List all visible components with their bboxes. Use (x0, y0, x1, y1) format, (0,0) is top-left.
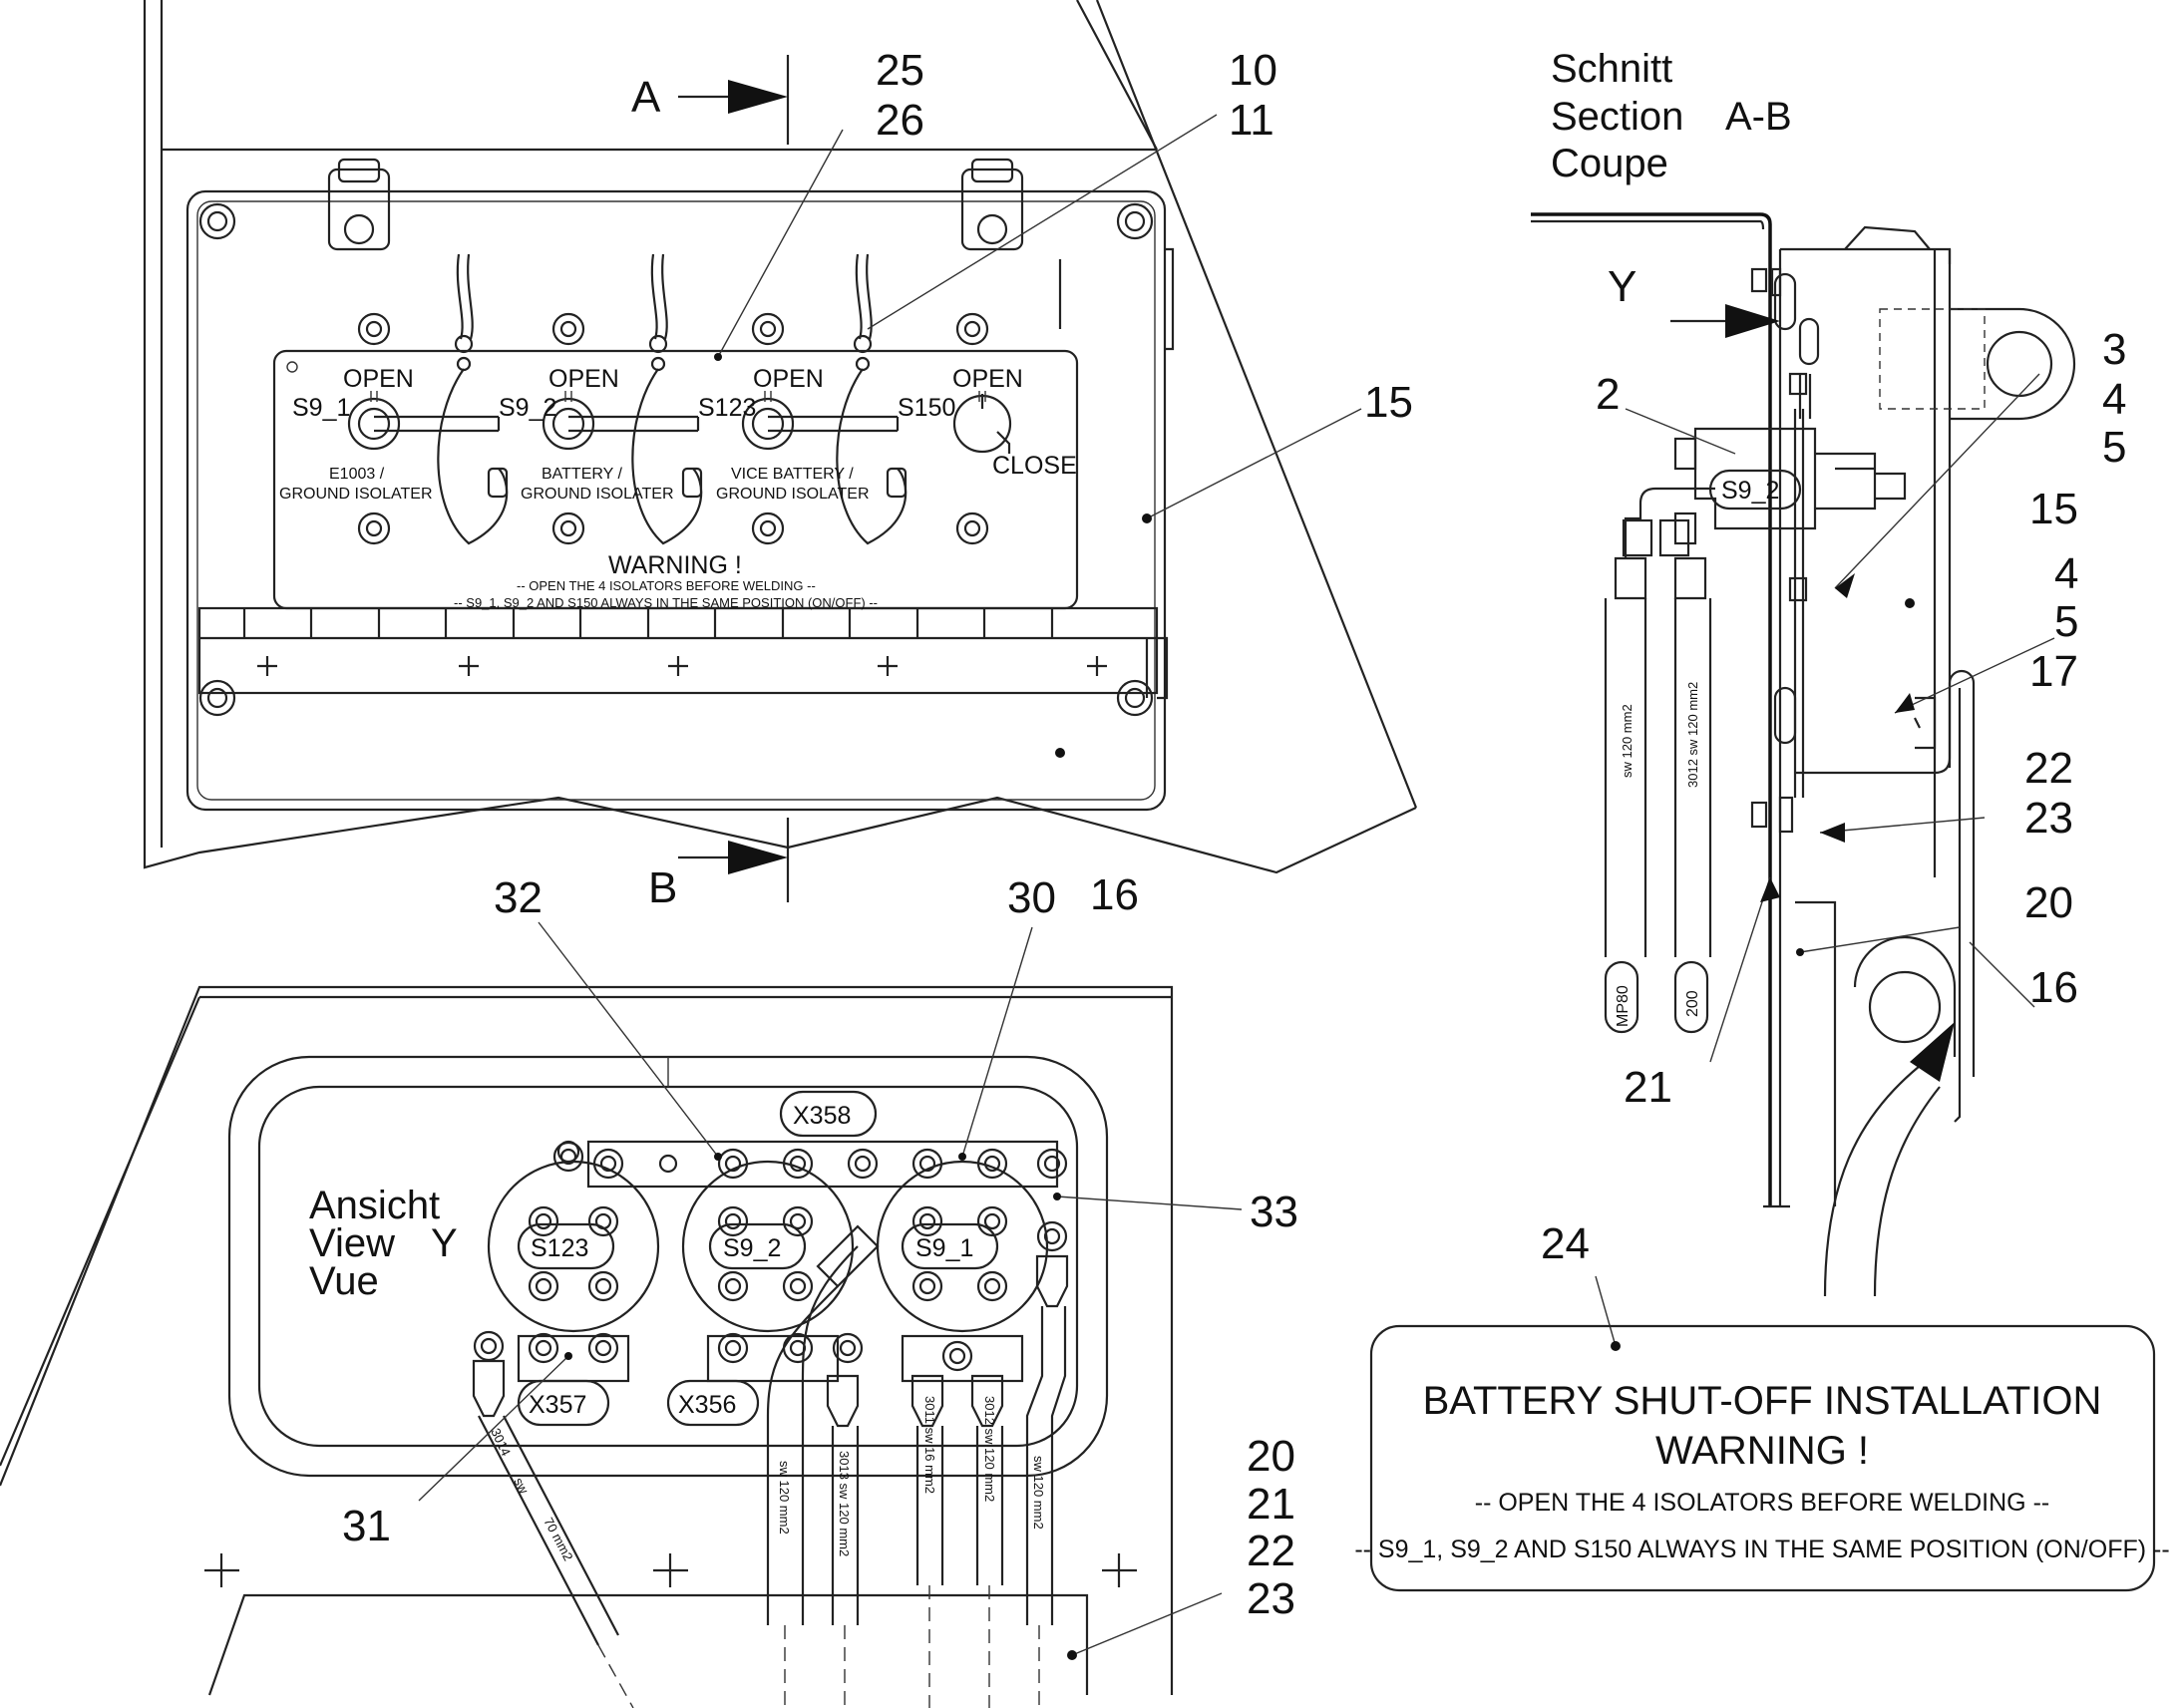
switch-label-s123: S123 (698, 394, 756, 422)
callout-16-top: 16 (1090, 870, 1139, 919)
cable-sw120-a: sw 120 mm2 (777, 1461, 792, 1535)
cable-3012: 3012 sw 120 mm2 (982, 1396, 997, 1502)
callout-21-a: 21 (1624, 1063, 1672, 1112)
switch-label-s9-1: S9_1 (292, 394, 350, 422)
section-tag-mp80: MP80 (1615, 985, 1632, 1027)
panel-warning-line1: -- OPEN THE 4 ISOLATORS BEFORE WELDING -… (517, 578, 816, 593)
callout-11: 11 (1229, 96, 1274, 145)
section-heading-2: Section (1551, 95, 1683, 139)
callout-23-a: 23 (2024, 794, 2073, 843)
cable-70mm2: 70 mm2 (541, 1515, 575, 1563)
isolator-panel-view: A B OPEN OPEN OPEN OPEN S9_1 S9_2 S123 S… (143, 0, 1418, 919)
callout-23-b: 23 (1247, 1574, 1295, 1623)
section-id: A-B (1725, 95, 1792, 139)
callout-15-top: 15 (1364, 378, 1413, 427)
desc-2-line1: BATTERY / (542, 466, 622, 483)
callout-3: 3 (2102, 325, 2126, 374)
desc-2-line2: GROUND ISOLATER (521, 486, 674, 503)
open-label-3: OPEN (753, 365, 824, 393)
close-label: CLOSE (992, 452, 1077, 480)
plate-line2: -- S9_1, S9_2 AND S150 ALWAYS IN THE SAM… (1354, 1536, 2169, 1563)
panel-warning-title: WARNING ! (608, 551, 742, 579)
callout-20-b: 20 (1247, 1432, 1295, 1481)
callout-2: 2 (1596, 370, 1620, 419)
open-label-2: OPEN (548, 365, 619, 393)
desc-1-line2: GROUND ISOLATER (279, 486, 433, 503)
callout-22-b: 22 (1247, 1527, 1295, 1575)
tag-s123: S123 (531, 1234, 588, 1262)
section-cable-2: 3012 sw 120 mm2 (1685, 682, 1700, 788)
callout-22-a: 22 (2024, 744, 2073, 793)
plate-warning: WARNING ! (1655, 1429, 1869, 1473)
callout-16-section: 16 (2029, 963, 2078, 1012)
callout-30: 30 (1007, 873, 1056, 922)
callout-15-section: 15 (2029, 485, 2078, 533)
callout-33: 33 (1250, 1188, 1298, 1236)
callout-32: 32 (494, 873, 543, 922)
desc-3-line1: VICE BATTERY / (731, 466, 854, 483)
tag-s9-2: S9_2 (723, 1234, 781, 1262)
plate-line1: -- OPEN THE 4 ISOLATORS BEFORE WELDING -… (1475, 1489, 2049, 1517)
cable-3013: 3013 sw 120 mm2 (837, 1451, 852, 1556)
panel-warning-line2: -- S9_1, S9_2 AND S150 ALWAYS IN THE SAM… (454, 595, 878, 610)
callout-31: 31 (342, 1502, 391, 1550)
callout-4-a: 4 (2102, 375, 2126, 424)
section-view: Schnitt Section A-B Coupe (1531, 47, 2126, 1297)
plate-title: BATTERY SHUT-OFF INSTALLATION (1423, 1379, 2102, 1423)
cable-sw: sw (511, 1475, 532, 1497)
desc-3-line2: GROUND ISOLATER (716, 486, 870, 503)
callout-21-b: 21 (1247, 1480, 1295, 1529)
view-heading-2: View (309, 1221, 395, 1265)
tag-x357: X357 (529, 1391, 586, 1419)
view-direction-y: Y (1608, 262, 1636, 311)
open-label-1: OPEN (343, 365, 414, 393)
section-cable-1: sw 120 mm2 (1620, 704, 1635, 778)
open-label-4: OPEN (952, 365, 1023, 393)
section-heading-1: Schnitt (1551, 47, 1672, 91)
callout-26: 26 (876, 96, 924, 145)
switch-label-s150: S150 (898, 394, 955, 422)
section-heading-3: Coupe (1551, 142, 1668, 185)
callout-17: 17 (2029, 647, 2078, 696)
callout-5-a: 5 (2102, 423, 2126, 472)
cable-3011: 3011 sw 16 mm2 (922, 1396, 937, 1494)
section-tag-200: 200 (1684, 990, 1701, 1017)
callout-5-b: 5 (2054, 597, 2078, 646)
tag-s9-1: S9_1 (915, 1234, 973, 1262)
tag-x356: X356 (678, 1391, 736, 1419)
view-heading-3: Vue (309, 1259, 379, 1303)
tag-x358: X358 (793, 1102, 851, 1130)
view-heading-1: Ansicht (309, 1184, 440, 1227)
section-switch-tag: S9_2 (1721, 477, 1779, 505)
switch-label-s9-2: S9_2 (499, 394, 556, 422)
callout-4-b: 4 (2054, 549, 2078, 598)
callout-24: 24 (1541, 1219, 1590, 1268)
cable-sw120-b: sw 120 mm2 (1031, 1456, 1046, 1530)
callout-20-a: 20 (2024, 878, 2073, 927)
callout-10: 10 (1229, 46, 1277, 95)
callout-25: 25 (876, 46, 924, 95)
view-heading-y: Y (431, 1221, 458, 1265)
section-marker-a: A (631, 73, 661, 122)
terminal-view-y: 3014 sw 70 mm2 sw 120 mm2 3013 sw 120 mm… (0, 873, 1621, 1708)
section-marker-b: B (648, 863, 677, 912)
warning-plate: BATTERY SHUT-OFF INSTALLATION WARNING ! … (1354, 1324, 2170, 1592)
desc-1-line1: E1003 / (329, 466, 385, 483)
